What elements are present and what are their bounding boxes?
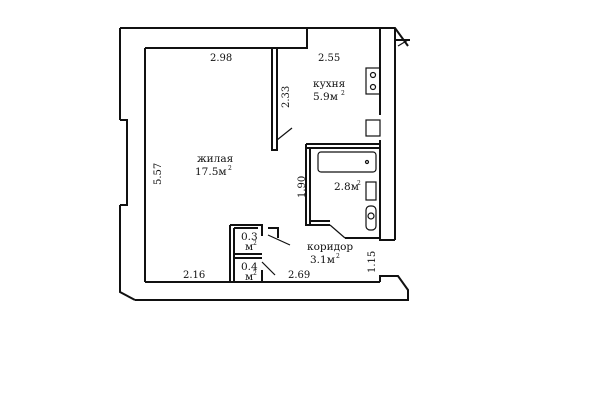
dimension-labels: 2.98 2.55 2.33 5.57 1.90 2.16 2.69 1.15: [153, 53, 378, 281]
closet2-unit-sup: 2: [253, 270, 257, 277]
corridor-area-sup: 2: [336, 253, 340, 260]
dim-kitchen-side: 2.33: [281, 86, 292, 108]
closet2-area: 0.4: [241, 261, 258, 273]
interior-walls: [229, 48, 380, 282]
outer-walls: [119, 27, 410, 301]
corridor-area: 3.1м: [310, 254, 335, 266]
corridor-name: коридор: [307, 241, 353, 253]
living-name: жилая: [197, 153, 234, 165]
bathroom-area: 2.8м: [334, 181, 359, 193]
fixtures: [317, 67, 381, 231]
room-labels: кухня 5.9м 2 жилая 17.5м 2 2.8м 2 коридо…: [195, 78, 361, 283]
kitchen-area-sup: 2: [341, 90, 345, 97]
toilet-icon: [365, 205, 377, 231]
dim-kitchen-top: 2.55: [318, 53, 340, 64]
closet1-area: 0.3: [241, 231, 258, 243]
kitchen-name: кухня: [313, 78, 346, 90]
dim-bottom-left: 2.16: [183, 270, 205, 281]
dim-living-height: 5.57: [153, 163, 164, 185]
bathtub-icon: [317, 151, 377, 173]
dim-corridor-side: 1.15: [367, 251, 378, 273]
living-area-sup: 2: [228, 165, 232, 172]
living-area: 17.5м: [195, 166, 227, 178]
closet1-unit-sup: 2: [253, 240, 257, 247]
closet2-unit: м: [245, 271, 253, 283]
bathroom-area-sup: 2: [357, 180, 361, 187]
sink-icon: [365, 119, 381, 137]
closet1-unit: м: [245, 241, 253, 253]
dim-bath-height: 1.90: [297, 176, 308, 198]
bath-sink-icon: [365, 181, 377, 201]
dim-living-top: 2.98: [210, 53, 232, 64]
stove-icon: [365, 67, 381, 95]
dim-bottom-right: 2.69: [288, 270, 310, 281]
kitchen-area: 5.9м: [313, 91, 338, 103]
